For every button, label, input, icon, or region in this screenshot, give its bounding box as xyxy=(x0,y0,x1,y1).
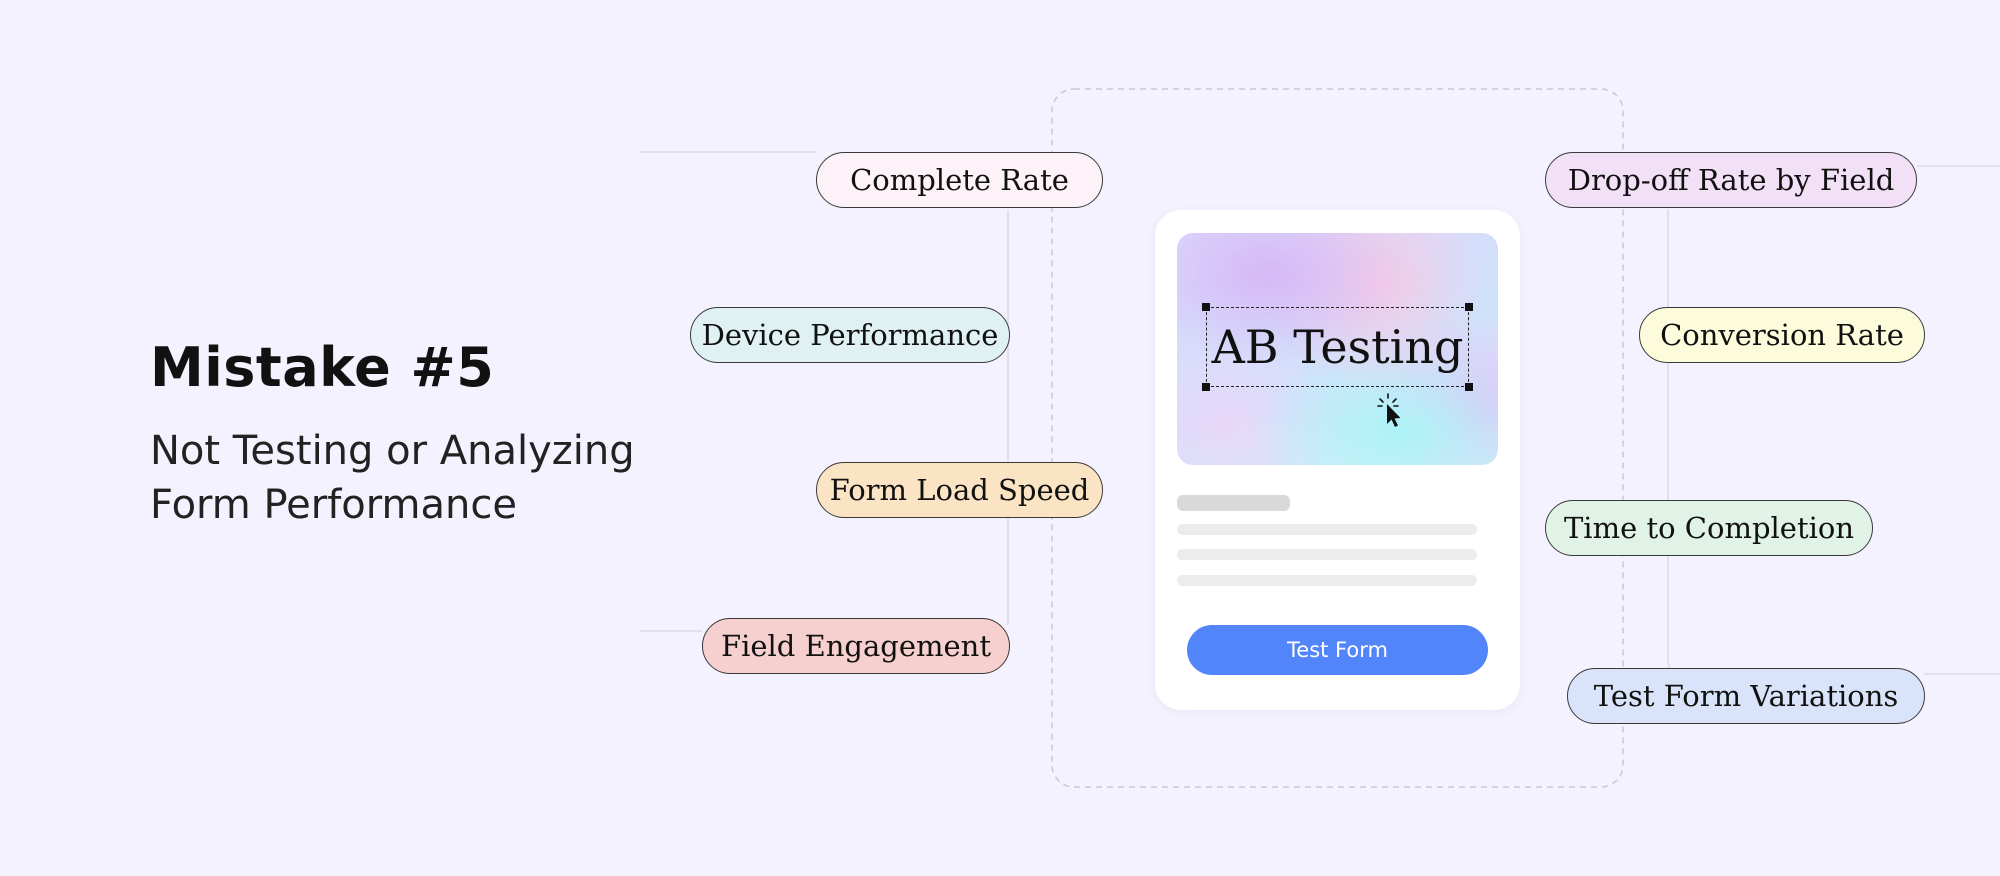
metric-label: Time to Completion xyxy=(1563,511,1855,545)
metric-label: Conversion Rate xyxy=(1660,318,1904,352)
skeleton-line xyxy=(1177,549,1477,560)
click-cursor-icon xyxy=(1374,392,1406,435)
dashed-frame xyxy=(1051,88,1624,788)
metric-label: Field Engagement xyxy=(720,629,992,663)
metric-label: Device Performance xyxy=(701,318,999,352)
skeleton-heading xyxy=(1177,495,1290,511)
skeleton-line xyxy=(1177,575,1477,586)
metric-label: Test Form Variations xyxy=(1593,679,1899,713)
metric-form-load-speed: Form Load Speed xyxy=(816,462,1103,518)
metric-test-form-variations: Test Form Variations xyxy=(1567,668,1925,724)
hero-gradient-image xyxy=(1177,233,1498,465)
metric-field-engagement: Field Engagement xyxy=(702,618,1010,674)
page-subtitle: Not Testing or Analyzing Form Performanc… xyxy=(150,428,635,528)
metric-device-performance: Device Performance xyxy=(690,307,1010,363)
selection-handle-bottom-right[interactable] xyxy=(1465,383,1473,391)
test-form-button[interactable]: Test Form xyxy=(1187,625,1488,675)
text-selection-box[interactable] xyxy=(1206,307,1469,387)
metric-conversion-rate: Conversion Rate xyxy=(1639,307,1925,363)
metric-time-to-completion: Time to Completion xyxy=(1545,500,1873,556)
metric-label: Form Load Speed xyxy=(829,473,1090,507)
hero-text[interactable]: AB Testing xyxy=(1211,320,1464,374)
metric-drop-off-rate: Drop-off Rate by Field xyxy=(1545,152,1917,208)
metric-complete-rate: Complete Rate xyxy=(816,152,1103,208)
skeleton-line xyxy=(1177,524,1477,535)
selection-handle-bottom-left[interactable] xyxy=(1202,383,1210,391)
selection-handle-top-right[interactable] xyxy=(1465,303,1473,311)
selection-handle-top-left[interactable] xyxy=(1202,303,1210,311)
metric-label: Complete Rate xyxy=(850,163,1069,197)
metric-label: Drop-off Rate by Field xyxy=(1567,163,1895,197)
page-title: Mistake #5 xyxy=(150,336,495,399)
